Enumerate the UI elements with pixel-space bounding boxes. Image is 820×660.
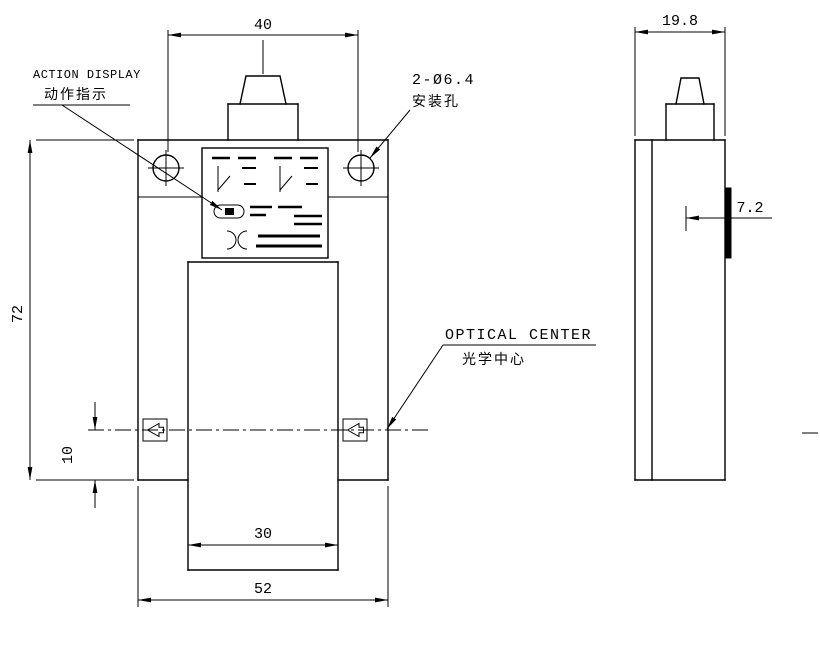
annotation-optical-center: OPTICAL CENTER 光学中心 bbox=[386, 327, 596, 430]
optical-window-right bbox=[342, 418, 368, 442]
mounting-holes-label-zh: 安装孔 bbox=[412, 93, 460, 109]
side-view: 19.8 7.2 bbox=[634, 13, 818, 481]
left-arrow-icon bbox=[346, 422, 364, 438]
dim-19-8: 19.8 bbox=[662, 13, 698, 30]
dimension-slot-width: 30 bbox=[188, 526, 338, 548]
front-slot-outline bbox=[187, 261, 339, 571]
dimension-lens-offset: 7.2 bbox=[685, 200, 772, 231]
action-indicator-window bbox=[213, 204, 245, 219]
dimension-optical-offset: 10 bbox=[60, 402, 98, 508]
dim-10: 10 bbox=[60, 446, 77, 464]
side-body-outline bbox=[634, 139, 726, 481]
front-view: 40 72 10 30 52 ACTION DISPL bbox=[10, 17, 596, 607]
mounting-holes-label-en: 2-Ø6.4 bbox=[412, 72, 475, 89]
optical-center-label-zh: 光学中心 bbox=[462, 351, 526, 367]
dimension-body-height: 72 bbox=[10, 139, 134, 481]
optical-center-label-en: OPTICAL CENTER bbox=[445, 327, 592, 344]
dimension-hole-spacing: 40 bbox=[167, 17, 359, 152]
dimension-depth: 19.8 bbox=[634, 13, 726, 136]
ce-mark-icon bbox=[226, 230, 237, 250]
product-label bbox=[201, 147, 329, 259]
action-display-label-en: ACTION DISPLAY bbox=[33, 68, 141, 82]
mounting-holes-leader bbox=[369, 109, 411, 159]
optical-window-left bbox=[142, 418, 168, 442]
mounting-hole-left bbox=[148, 150, 184, 186]
dim-30: 30 bbox=[254, 526, 272, 543]
product-label-print bbox=[212, 156, 322, 250]
mounting-hole-right bbox=[343, 150, 379, 186]
side-plunger bbox=[665, 77, 715, 141]
front-plunger bbox=[227, 40, 299, 141]
annotation-action-display: ACTION DISPLAY 动作指示 bbox=[33, 68, 223, 211]
side-lens-strip bbox=[724, 187, 732, 259]
action-display-label-zh: 动作指示 bbox=[44, 86, 108, 102]
dim-72: 72 bbox=[10, 305, 27, 323]
annotation-mounting-holes: 2-Ø6.4 安装孔 bbox=[369, 72, 475, 159]
optical-center-leader bbox=[386, 344, 444, 430]
left-arrow-icon bbox=[146, 422, 164, 438]
dim-52: 52 bbox=[254, 581, 272, 598]
dimension-overall-width: 52 bbox=[137, 486, 389, 607]
dim-40: 40 bbox=[254, 17, 272, 34]
dim-7-2: 7.2 bbox=[736, 200, 763, 217]
front-body-outline bbox=[137, 139, 389, 481]
action-display-leader bbox=[61, 104, 223, 211]
